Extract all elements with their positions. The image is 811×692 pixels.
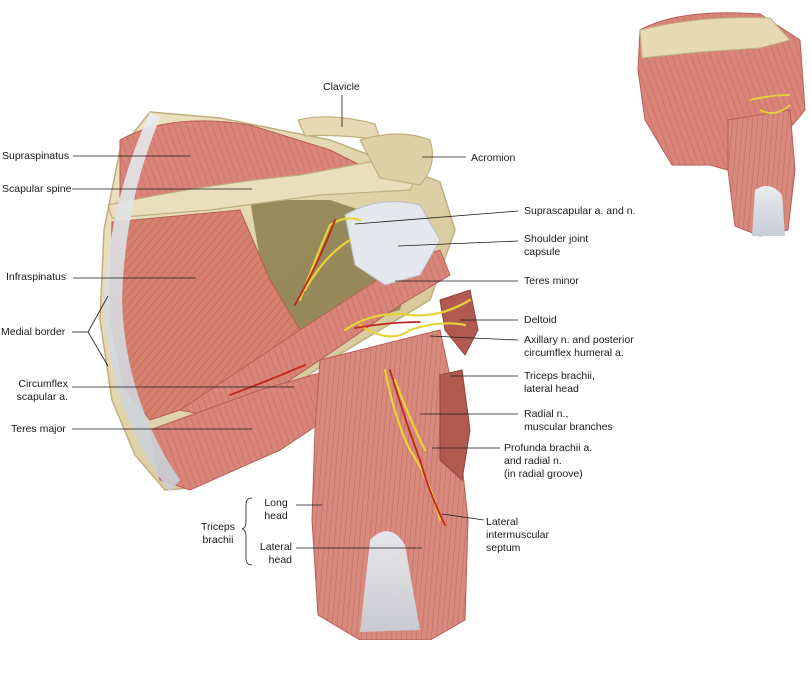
label-medial-border: Medial border: [1, 326, 66, 338]
triceps-lateral-head: [439, 369, 471, 481]
triceps-tendon: [360, 531, 420, 632]
label-supraspinatus: Supraspinatus: [2, 150, 70, 162]
label-lateral-head-line2: head: [268, 554, 292, 566]
label-radial-nerve: Radial n., muscular branches: [524, 408, 613, 434]
label-profunda-brachii-line1: Profunda brachii a.: [504, 442, 593, 454]
leader-lines: [72, 95, 519, 566]
label-axillary: Axillary n. and posterior circumflex hum…: [524, 334, 634, 360]
label-triceps-lateral-head: Triceps brachii, lateral head: [524, 370, 595, 396]
label-triceps-lateral-head-line1: Triceps brachii,: [524, 370, 595, 382]
label-circumflex-scapular: Circumflex scapular a.: [14, 378, 68, 404]
main-figure: [99, 111, 479, 692]
scapular-spine: [107, 159, 421, 219]
label-circumflex-scapular-line1: Circumflex: [18, 378, 68, 390]
arteries: [229, 219, 446, 526]
label-deltoid: Deltoid: [524, 314, 557, 326]
acromion-bone: [359, 133, 433, 186]
label-long-head-line2: head: [264, 510, 288, 522]
label-radial-nerve-line2: muscular branches: [524, 421, 613, 433]
label-long-head-line1: Long: [264, 497, 288, 509]
label-lateral-intermuscular-septum-line2: intermuscular: [486, 529, 550, 541]
label-shoulder-joint-capsule-line2: capsule: [524, 246, 561, 258]
label-acromion: Acromion: [471, 152, 516, 164]
inset-figure: [637, 12, 806, 237]
label-suprascapular: Suprascapular a. and n.: [524, 205, 636, 217]
label-lateral-head-line1: Lateral: [259, 541, 292, 553]
label-long-head: Long head: [258, 497, 294, 523]
label-teres-major: Teres major: [11, 423, 66, 435]
label-teres-minor: Teres minor: [524, 275, 579, 287]
label-axillary-line1: Axillary n. and posterior: [524, 334, 634, 346]
label-triceps-lateral-head-line2: lateral head: [524, 383, 579, 395]
label-lateral-intermuscular-septum-line3: septum: [486, 542, 521, 554]
label-circumflex-scapular-line2: scapular a.: [16, 391, 68, 403]
label-lateral-intermuscular-septum: Lateral intermuscular septum: [486, 516, 549, 555]
label-triceps-brachii-line2: brachii: [202, 534, 234, 546]
label-profunda-brachii-line3: (in radial groove): [504, 468, 583, 480]
label-clavicle: Clavicle: [323, 81, 360, 93]
label-axillary-line2: circumflex humeral a.: [524, 347, 624, 359]
label-lateral-head: Lateral head: [248, 541, 292, 567]
label-profunda-brachii-line2: and radial n.: [504, 455, 562, 467]
label-shoulder-joint-capsule-line1: Shoulder joint: [524, 233, 589, 245]
label-profunda-brachii: Profunda brachii a. and radial n. (in ra…: [504, 442, 592, 481]
label-infraspinatus: Infraspinatus: [6, 271, 67, 283]
deltoid-muscle: [439, 289, 479, 356]
label-scapular-spine: Scapular spine: [2, 183, 72, 195]
label-triceps-brachii: Triceps brachii: [196, 521, 240, 547]
label-triceps-brachii-line1: Triceps: [200, 521, 236, 533]
label-radial-nerve-line1: Radial n.,: [524, 408, 569, 420]
shoulder-capsule: [344, 201, 441, 286]
label-shoulder-joint-capsule: Shoulder joint capsule: [524, 233, 588, 259]
label-lateral-intermuscular-septum-line1: Lateral: [486, 516, 519, 528]
